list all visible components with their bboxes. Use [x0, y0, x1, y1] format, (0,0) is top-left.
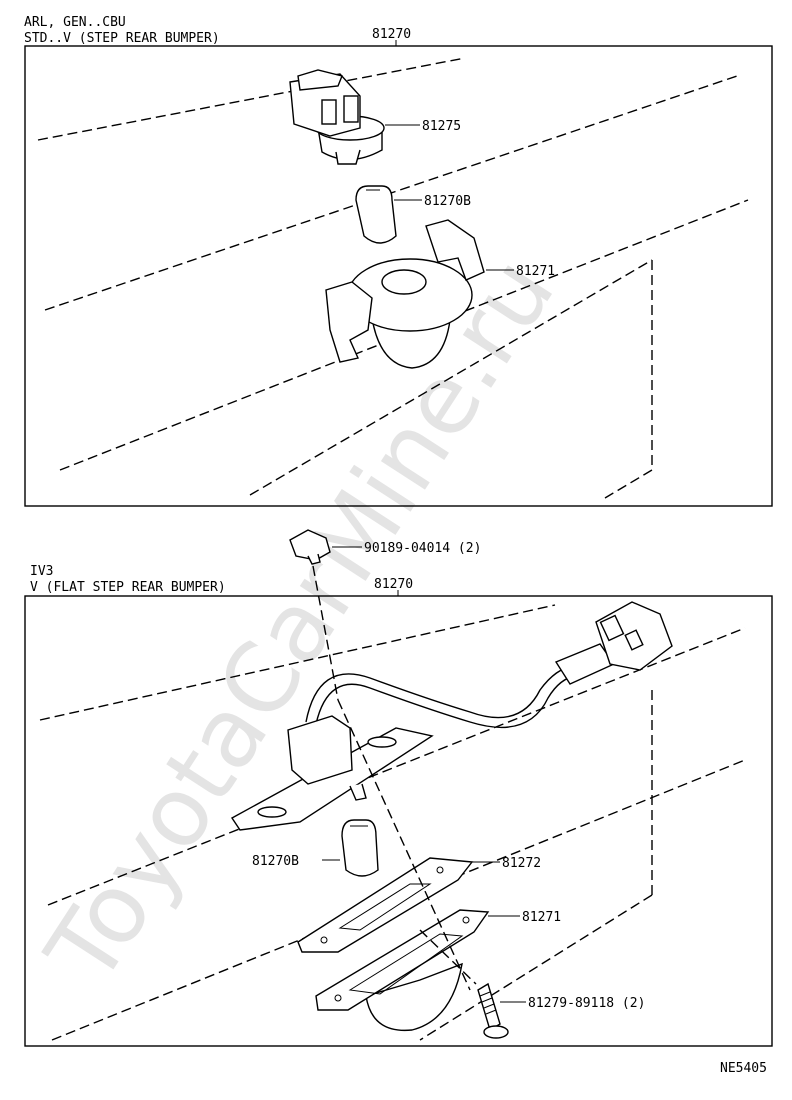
label-81271-upper: 81271: [516, 264, 555, 279]
lower-bumper-outline: [39, 604, 746, 1041]
lamp-socket-plate: [230, 715, 434, 831]
upper-label-line2: STD..V (STEP REAR BUMPER): [24, 31, 220, 46]
upper-section: ARL, GEN..CBU STD..V (STEP REAR BUMPER) …: [24, 15, 773, 507]
connector: [554, 601, 673, 685]
label-81279: 81279-89118 (2): [528, 996, 645, 1011]
label-81270B-lower: 81270B: [252, 854, 299, 869]
upper-label-line1: ARL, GEN..CBU: [24, 15, 126, 30]
label-90189: 90189-04014 (2): [364, 541, 481, 556]
upper-assembly-number: 81270: [372, 27, 411, 42]
lower-assembly-number: 81270: [374, 577, 413, 592]
wire-harness: [305, 665, 577, 729]
lower-label-line2: V (FLAT STEP REAR BUMPER): [30, 580, 226, 595]
lower-label-line1: IV3: [30, 564, 53, 579]
housing-81271: [325, 219, 485, 369]
label-81270B-upper: 81270B: [424, 194, 471, 209]
label-81271-lower: 81271: [522, 910, 561, 925]
figure-code: NE5405: [720, 1061, 767, 1076]
bulb-81270B: [355, 185, 397, 244]
clip-90189: [289, 529, 331, 565]
lower-frame: [24, 595, 773, 1047]
label-81272: 81272: [502, 856, 541, 871]
watermark: ToyotaCarMine.ru: [25, 238, 576, 1003]
bulb-81270B-lower: [341, 819, 379, 877]
screw-81279: [477, 982, 509, 1039]
lower-section: 90189-04014 (2) IV3 V (FLAT STEP REAR BU…: [24, 529, 773, 1047]
socket-81275: [289, 69, 385, 165]
gasket-81272: [297, 857, 474, 953]
label-81275: 81275: [422, 119, 461, 134]
upper-frame: [24, 45, 773, 507]
